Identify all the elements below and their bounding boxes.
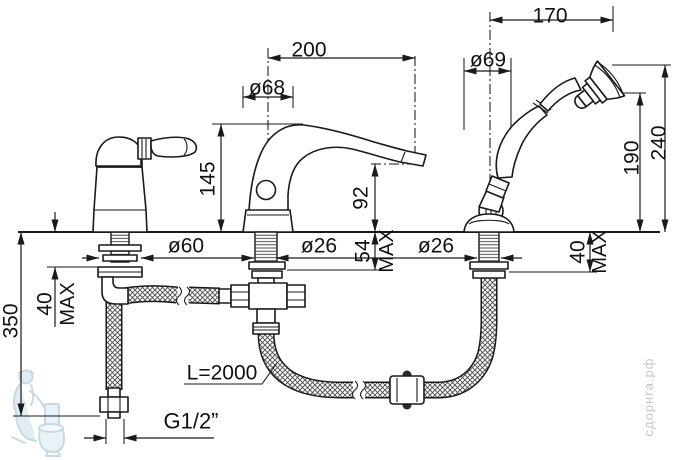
shower-hose-right [422,276,496,397]
hose-break-mark [359,380,367,400]
hose-length-label: L=2000 [187,362,258,385]
dim-40-right-max-label: MAX [589,230,611,273]
dim-26-spout-label: ø26 [301,235,337,258]
dim-60-label: ø60 [168,235,204,258]
tee-bottom-pipe [256,308,276,324]
shower-escutcheon [463,213,515,233]
hose-break-mark [183,286,191,306]
dim-40-left-label: 40 [34,292,57,315]
handle-nut [102,254,138,262]
shower-grip [495,105,548,179]
shower-shank [478,231,500,263]
lever-handle [150,136,198,158]
dim-92-label: 92 [350,186,373,209]
inlet-thread-label: G1/2” [163,409,218,434]
handle-valve [92,136,198,305]
spout-body [248,124,427,212]
handle-elbow [101,276,129,305]
diverter-knob [255,179,277,201]
valve-to-tee-hose [122,286,178,303]
shower-head [574,60,626,109]
plumber-watermark [11,369,65,457]
shower-hose-left [259,331,353,397]
dim-200-label: 200 [291,39,326,62]
spout-base [242,209,294,233]
lever-joint [137,137,152,160]
hose-connector [389,370,425,410]
dim-40-right-label: 40 [567,240,590,263]
dim-54-label: 54 [352,239,375,263]
hose-break-mark [351,380,359,400]
shower-neck [539,77,582,112]
tee-left-nut [230,284,250,308]
dim-69-label: ø69 [470,49,506,72]
dimension-lines [17,16,669,442]
dim-68-label: ø68 [249,77,285,100]
handle-washer [98,244,142,252]
tee-bottom-nut [252,322,280,335]
dim-54-max-label: MAX [376,229,398,272]
shower-washer [469,261,509,270]
connector-body [389,375,425,405]
spout-shank [254,231,278,263]
handle-body [92,166,148,233]
inlet-thread-tail [107,411,121,419]
tee-body [248,282,288,310]
spout [242,124,427,233]
dim-40-left-max-label: MAX [57,282,79,325]
inlet-connector [99,387,129,419]
hose-break-mark [175,286,183,306]
spout-mouth [400,151,406,163]
hose-nipple [218,288,232,304]
dim-145-label: 145 [197,161,220,196]
tee-right-nut [286,284,306,308]
tee-diverter [218,231,306,335]
dim-190-label: 190 [621,140,644,175]
spout-nut [251,270,283,279]
spout-washer [248,261,286,270]
hand-shower [463,60,626,279]
handle-dome [95,136,142,167]
shower-head-cap [574,94,587,109]
dimension-labels: 200 ø68 170 ø69 145 92 190 240 ø60 ø26 ø… [0,5,671,434]
dim-350-label: 350 [0,303,23,338]
dim-170-label: 170 [532,5,567,28]
inlet-hex-nut [99,396,129,413]
shower-nut [472,270,506,279]
dim-26-shower-label: ø26 [418,235,454,258]
dim-240-label: 240 [648,125,671,160]
shower-head-face [596,60,625,97]
watermark-site-text: сдорнга.рф [641,358,656,437]
shower-head-cup [589,60,626,101]
hose-length-leader [184,362,278,385]
